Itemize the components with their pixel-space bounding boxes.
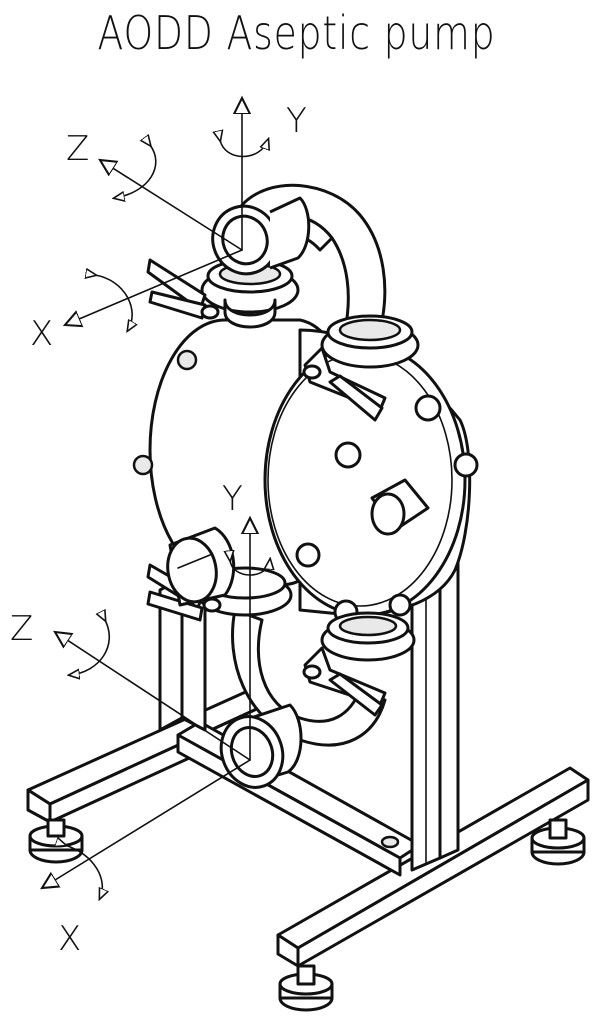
bottom-z-label: Z: [10, 609, 33, 649]
top-z-label: Z: [66, 129, 89, 169]
top-y-label: Y: [286, 101, 307, 141]
bottom-y-label: Y: [222, 479, 243, 519]
foot-right: [530, 818, 586, 866]
bottom-x-label: X: [58, 919, 81, 959]
top-x-label: X: [30, 314, 53, 354]
foot-front: [278, 964, 334, 1012]
drawing-title: AODD Aseptic pump: [97, 6, 496, 60]
cover-bolts: [295, 394, 479, 625]
discharge-port: [211, 196, 311, 276]
bottom-left-clamp: [146, 526, 293, 622]
suction-port: [219, 703, 303, 789]
top-right-clamp: [302, 314, 420, 422]
right-chamber: [263, 328, 479, 625]
top-left-clamp: [146, 258, 300, 329]
bottom-axis-triad: Y Z X: [10, 479, 270, 959]
top-axis-triad: Y Z X: [30, 98, 307, 354]
foot-left: [28, 818, 84, 864]
bottom-right-clamp: [302, 611, 416, 717]
